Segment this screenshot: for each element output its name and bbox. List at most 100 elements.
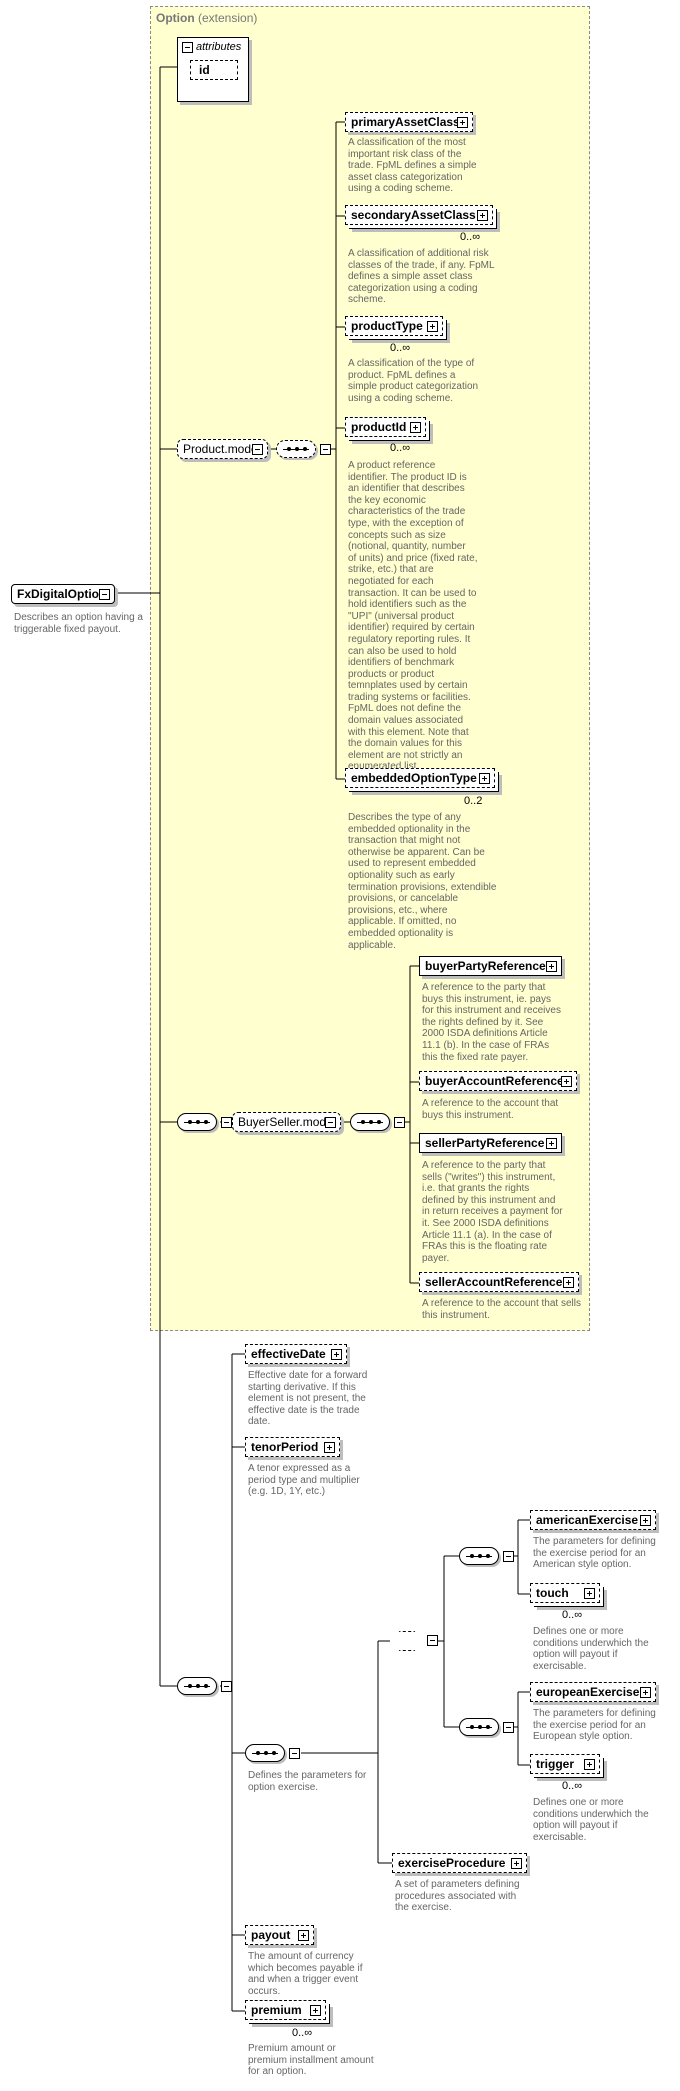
element-premium[interactable]: premium	[245, 2000, 326, 2020]
element-american-exercise[interactable]: americanExercise	[530, 1510, 656, 1530]
element-description: A reference to the party that sells ("wr…	[422, 1160, 563, 1264]
collapse-minus-icon[interactable]	[221, 1681, 232, 1692]
element-label: productType	[351, 319, 423, 333]
element-label: tenorPeriod	[251, 1440, 319, 1454]
collapse-minus-icon[interactable]	[325, 1117, 336, 1128]
element-buyer-account-reference[interactable]: buyerAccountReference	[419, 1071, 577, 1091]
element-effective-date[interactable]: effectiveDate	[245, 1344, 347, 1364]
expand-plus-icon[interactable]	[584, 1588, 595, 1599]
collapse-minus-icon[interactable]	[289, 1748, 300, 1759]
expand-plus-icon[interactable]	[546, 1138, 557, 1149]
element-european-exercise[interactable]: europeanExercise	[530, 1682, 656, 1702]
element-trigger[interactable]: trigger	[530, 1754, 600, 1774]
expand-plus-icon[interactable]	[479, 773, 490, 784]
element-label: sellerAccountReference	[425, 1275, 563, 1289]
expand-plus-icon[interactable]	[640, 1515, 651, 1526]
attribute-id[interactable]: id	[190, 60, 238, 80]
collapse-minus-icon[interactable]	[503, 1551, 514, 1562]
element-seller-account-reference[interactable]: sellerAccountReference	[419, 1272, 579, 1292]
collapse-minus-icon[interactable]	[503, 1722, 514, 1733]
element-label: buyerPartyReference	[425, 959, 546, 973]
collapse-minus-icon[interactable]	[252, 444, 263, 455]
element-cardinality: 0..∞	[292, 2027, 313, 2039]
element-description: A classification of the most important r…	[348, 137, 477, 195]
expand-plus-icon[interactable]	[310, 2005, 321, 2016]
element-label: touch	[536, 1586, 569, 1600]
lower-sequence-icon	[177, 1677, 232, 1695]
element-payout[interactable]: payout	[245, 1925, 314, 1945]
element-cardinality: 0..∞	[390, 442, 411, 454]
element-description: Defines one or more conditions underwhic…	[533, 1797, 649, 1843]
element-description: A reference to the party that buys this …	[422, 982, 561, 1063]
element-tenor-period[interactable]: tenorPeriod	[245, 1437, 340, 1457]
element-label: effectiveDate	[251, 1347, 326, 1361]
american-sequence-icon	[459, 1547, 514, 1565]
element-label: embeddedOptionType	[351, 771, 477, 785]
extension-title: Option (extension)	[156, 11, 257, 25]
expand-plus-icon[interactable]	[511, 1858, 522, 1869]
element-seller-party-reference[interactable]: sellerPartyReference	[419, 1133, 562, 1153]
element-buyer-party-reference[interactable]: buyerPartyReference	[419, 956, 562, 976]
collapse-minus-icon[interactable]	[427, 1635, 438, 1646]
element-description: A tenor expressed as a period type and m…	[248, 1463, 360, 1498]
product-model-sequence-icon	[276, 440, 331, 458]
exercise-choice-icon	[392, 1631, 422, 1651]
root-element-label: FxDigitalOption	[17, 587, 107, 601]
expand-plus-icon[interactable]	[410, 422, 421, 433]
element-cardinality: 0..∞	[390, 342, 411, 354]
buyer-seller-inner-sequence-icon	[350, 1113, 405, 1131]
element-label: europeanExercise	[536, 1685, 640, 1699]
expand-plus-icon[interactable]	[584, 1759, 595, 1770]
expand-plus-icon[interactable]	[640, 1687, 651, 1698]
root-element-description: Describes an option having a triggerable…	[14, 612, 143, 635]
element-cardinality: 0..∞	[460, 231, 481, 243]
root-element-fx-digital-option[interactable]: FxDigitalOption	[11, 584, 115, 604]
group-buyer-seller-model[interactable]: BuyerSeller.model	[232, 1112, 341, 1132]
element-description: A classification of additional risk clas…	[348, 248, 495, 306]
element-description: A reference to the account that buys thi…	[422, 1098, 559, 1121]
european-sequence-icon	[459, 1718, 514, 1736]
expand-plus-icon[interactable]	[457, 117, 468, 128]
element-description: The parameters for defining the exercise…	[533, 1536, 656, 1571]
group-product-model[interactable]: Product.model	[177, 439, 268, 459]
collapse-minus-icon[interactable]	[221, 1117, 232, 1128]
element-label: exerciseProcedure	[398, 1856, 506, 1870]
expand-plus-icon[interactable]	[298, 1930, 309, 1941]
element-secondary-asset-class[interactable]: secondaryAssetClass	[345, 205, 493, 225]
expand-plus-icon[interactable]	[427, 321, 438, 332]
element-cardinality: 0..∞	[562, 1780, 583, 1792]
attributes-title: attributes	[196, 41, 242, 53]
attributes-collapse-minus-icon[interactable]	[182, 42, 193, 53]
element-label: buyerAccountReference	[425, 1074, 564, 1088]
collapse-minus-icon[interactable]	[320, 444, 331, 455]
element-description: Premium amount or premium installment am…	[248, 2043, 374, 2078]
expand-plus-icon[interactable]	[546, 961, 557, 972]
element-product-type[interactable]: productType	[345, 316, 443, 336]
collapse-minus-icon[interactable]	[394, 1117, 405, 1128]
group-product-model-label: Product.model	[183, 442, 261, 456]
element-label: premium	[251, 2003, 302, 2017]
expand-plus-icon[interactable]	[331, 1349, 342, 1360]
element-exercise-procedure[interactable]: exerciseProcedure	[392, 1853, 527, 1873]
element-primary-asset-class[interactable]: primaryAssetClass	[345, 112, 473, 132]
group-buyer-seller-model-label: BuyerSeller.model	[238, 1115, 336, 1129]
expand-plus-icon[interactable]	[561, 1076, 572, 1087]
expand-plus-icon[interactable]	[477, 210, 488, 221]
element-description: A reference to the account that sells th…	[422, 1298, 581, 1321]
element-product-id[interactable]: productId	[345, 417, 426, 437]
attributes-box: attributes id	[177, 37, 249, 102]
expand-plus-icon[interactable]	[563, 1277, 574, 1288]
expand-plus-icon[interactable]	[324, 1442, 335, 1453]
buyer-seller-sequence-icon	[177, 1113, 232, 1131]
element-embedded-option-type[interactable]: embeddedOptionType	[345, 768, 495, 788]
extension-box: Option (extension)	[150, 6, 590, 1331]
element-label: trigger	[536, 1757, 575, 1771]
element-description: A set of parameters defining procedures …	[395, 1879, 520, 1914]
collapse-minus-icon[interactable]	[99, 589, 110, 600]
element-description: The amount of currency which becomes pay…	[248, 1951, 363, 1997]
element-touch[interactable]: touch	[530, 1583, 600, 1603]
element-description: A classification of the type of product.…	[348, 358, 479, 404]
extension-name: Option	[156, 11, 195, 25]
element-description: Effective date for a forward starting de…	[248, 1370, 368, 1428]
element-cardinality: 0..2	[464, 795, 483, 807]
